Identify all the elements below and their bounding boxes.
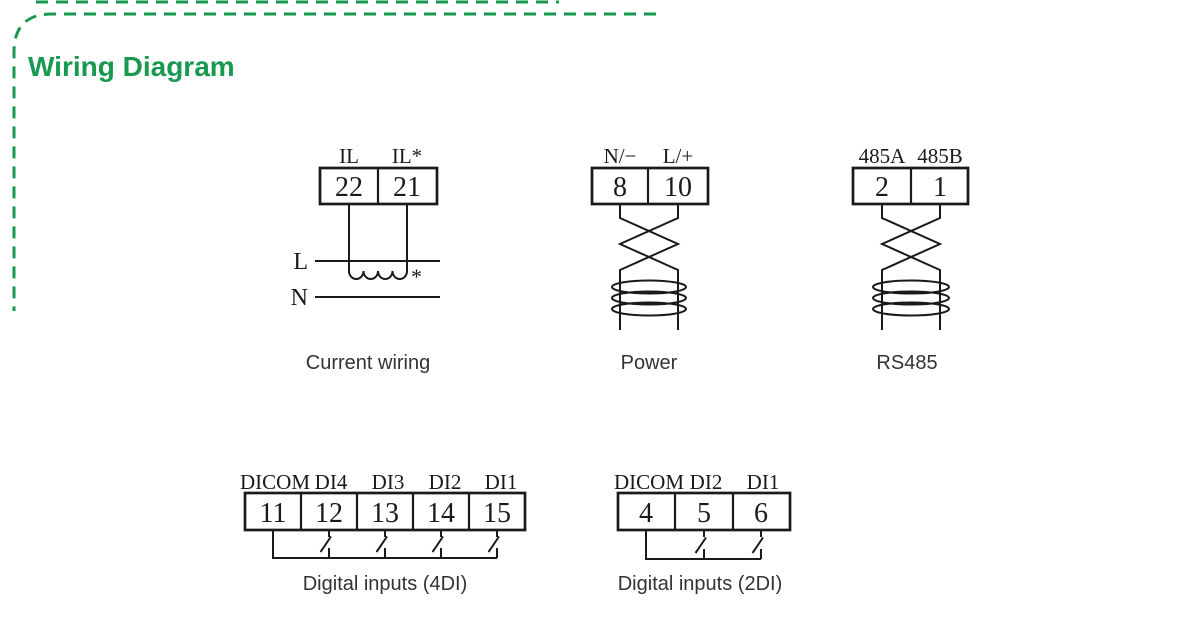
terminal-number: 21	[393, 172, 421, 203]
terminal-number: 10	[664, 172, 692, 203]
terminal-label: DI3	[372, 470, 405, 494]
current-wiring-diagram: IL IL* 22 21 L * N Current wiring	[291, 144, 440, 374]
phase-line-label: L	[293, 249, 308, 275]
switch-contact	[319, 530, 332, 558]
ferrite-core-turn	[872, 301, 950, 317]
terminal-number: 11	[260, 498, 287, 529]
twisted-pair-wire	[617, 204, 679, 330]
terminal-label: DI1	[485, 470, 518, 494]
terminal-block	[590, 166, 710, 206]
switch-contact	[751, 530, 764, 559]
terminal-number: 8	[613, 172, 627, 203]
terminal-number: 1	[933, 172, 947, 203]
terminal-label: 485A	[859, 144, 907, 168]
terminal-number: 15	[483, 498, 511, 529]
terminal-number: 2	[875, 172, 889, 203]
ferrite-core-turn	[872, 290, 950, 306]
ct-coil-symbol	[348, 262, 408, 280]
terminal-number: 14	[427, 498, 455, 529]
twisted-pair-wire	[879, 204, 941, 330]
neutral-line-label: N	[291, 285, 308, 311]
switch-contact	[375, 530, 388, 558]
diagram-caption: Digital inputs (2DI)	[618, 573, 783, 595]
twisted-pair-wire	[619, 204, 681, 330]
ct-polarity-mark: *	[411, 264, 422, 289]
terminal-label: DI2	[429, 470, 462, 494]
switch-contact	[487, 530, 500, 558]
ferrite-core-turn	[611, 279, 687, 295]
power-diagram: N/− L/+ 8 10 Power	[590, 144, 710, 374]
digital-inputs-2di-diagram: DICOM DI2 DI1 4 5 6 Digital inputs (2DI)	[614, 470, 792, 595]
ferrite-core-turn	[611, 290, 687, 306]
switch-contact	[431, 530, 444, 558]
section-border-frame	[12, 12, 656, 311]
diagram-caption: Digital inputs (4DI)	[303, 573, 468, 595]
terminal-number: 6	[754, 498, 768, 529]
terminal-label: DICOM	[240, 470, 310, 494]
terminal-label: IL*	[392, 144, 422, 168]
terminal-label: N/−	[604, 144, 637, 168]
common-bus-wire	[272, 530, 497, 559]
terminal-label: L/+	[663, 144, 694, 168]
terminal-number: 12	[315, 498, 343, 529]
diagram-caption: Current wiring	[306, 352, 430, 374]
rs485-diagram: 485A 485B 2 1 RS485	[851, 144, 970, 374]
terminal-number: 5	[697, 498, 711, 529]
digital-inputs-4di-diagram: DICOM DI4 DI3 DI2 DI1 11 12 13 14 15 Dig…	[240, 470, 527, 595]
terminal-label: DI4	[315, 470, 348, 494]
terminal-number: 4	[639, 498, 653, 529]
ferrite-core-turn	[611, 301, 687, 317]
diagram-caption: Power	[621, 352, 678, 374]
switch-contact	[694, 530, 707, 559]
page-title: Wiring Diagram	[28, 51, 235, 82]
terminal-number: 13	[371, 498, 399, 529]
terminal-label: DICOM	[614, 470, 684, 494]
common-bus-wire	[645, 530, 761, 560]
terminal-label: DI1	[747, 470, 780, 494]
terminal-number: 22	[335, 172, 363, 203]
terminal-label: IL	[339, 144, 359, 168]
terminal-label: 485B	[917, 144, 963, 168]
ferrite-core-turn	[872, 279, 950, 295]
diagram-caption: RS485	[876, 352, 937, 374]
terminal-label: DI2	[690, 470, 723, 494]
twisted-pair-wire	[881, 204, 943, 330]
